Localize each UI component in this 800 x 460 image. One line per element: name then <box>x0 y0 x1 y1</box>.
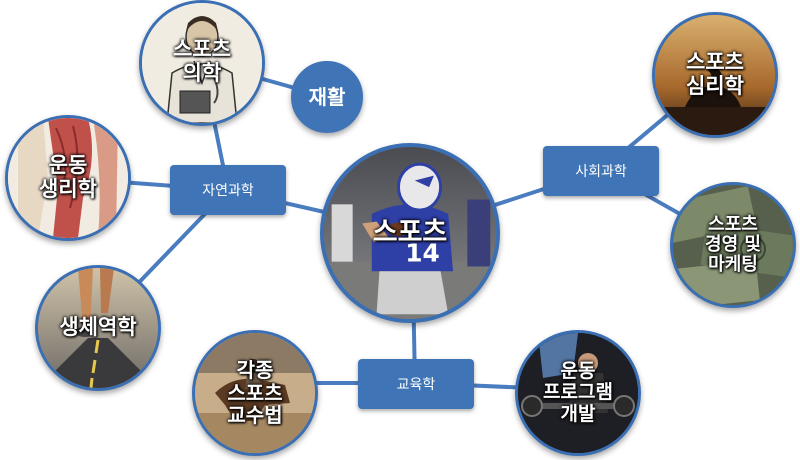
anatomy-leg-illustration <box>8 118 128 238</box>
center-sports-node[interactable]: 14 스포츠 <box>320 143 500 323</box>
topic-biomechanics-label: 생체역학 <box>59 315 137 340</box>
topic-biomechanics-node[interactable]: 생체역학 <box>35 265 161 391</box>
topic-sports-management-label: 스포츠 경영 및 마케팅 <box>705 213 761 276</box>
gym-illustration <box>518 333 638 453</box>
doctor-illustration <box>142 3 262 123</box>
center-sports-label: 스포츠 <box>372 216 448 248</box>
topic-sports-psychology-node[interactable]: 스포츠 심리학 <box>652 12 778 138</box>
money-illustration <box>673 185 793 305</box>
category-education-label: 교육학 <box>396 377 436 393</box>
football-player-illustration: 14 <box>324 147 496 319</box>
topic-sports-psychology-label: 스포츠 심리학 <box>686 50 744 98</box>
topic-sports-medicine-node[interactable]: 스포츠 의학 <box>139 0 265 126</box>
topic-rehabilitation-label: 재활 <box>308 84 346 109</box>
svg-text:14: 14 <box>405 239 440 268</box>
category-social-science[interactable]: 사회과학 <box>543 146 659 196</box>
sunset-silhouette-illustration <box>655 15 775 135</box>
topic-sports-teaching-node[interactable]: 각종 스포츠 교수법 <box>192 330 318 456</box>
topic-exercise-physiology-node[interactable]: 운동 생리학 <box>5 115 131 241</box>
topic-rehabilitation-node[interactable]: 재활 <box>291 61 363 133</box>
topic-exercise-program-label: 운동 프로그램 개발 <box>543 360 613 425</box>
topic-sports-medicine-label: 스포츠 의학 <box>173 37 231 85</box>
topic-sports-teaching-label: 각종 스포츠 교수법 <box>227 358 283 428</box>
rodeo-illustration <box>195 333 315 453</box>
topic-exercise-program-node[interactable]: 운동 프로그램 개발 <box>515 330 641 456</box>
category-natural-science-label: 자연과학 <box>202 183 254 199</box>
runner-road-illustration <box>38 268 158 388</box>
topic-exercise-physiology-label: 운동 생리학 <box>39 153 97 201</box>
category-social-science-label: 사회과학 <box>575 164 627 180</box>
category-education[interactable]: 교육학 <box>358 359 474 409</box>
topic-sports-management-node[interactable]: 스포츠 경영 및 마케팅 <box>670 182 796 308</box>
category-natural-science[interactable]: 자연과학 <box>170 165 286 215</box>
